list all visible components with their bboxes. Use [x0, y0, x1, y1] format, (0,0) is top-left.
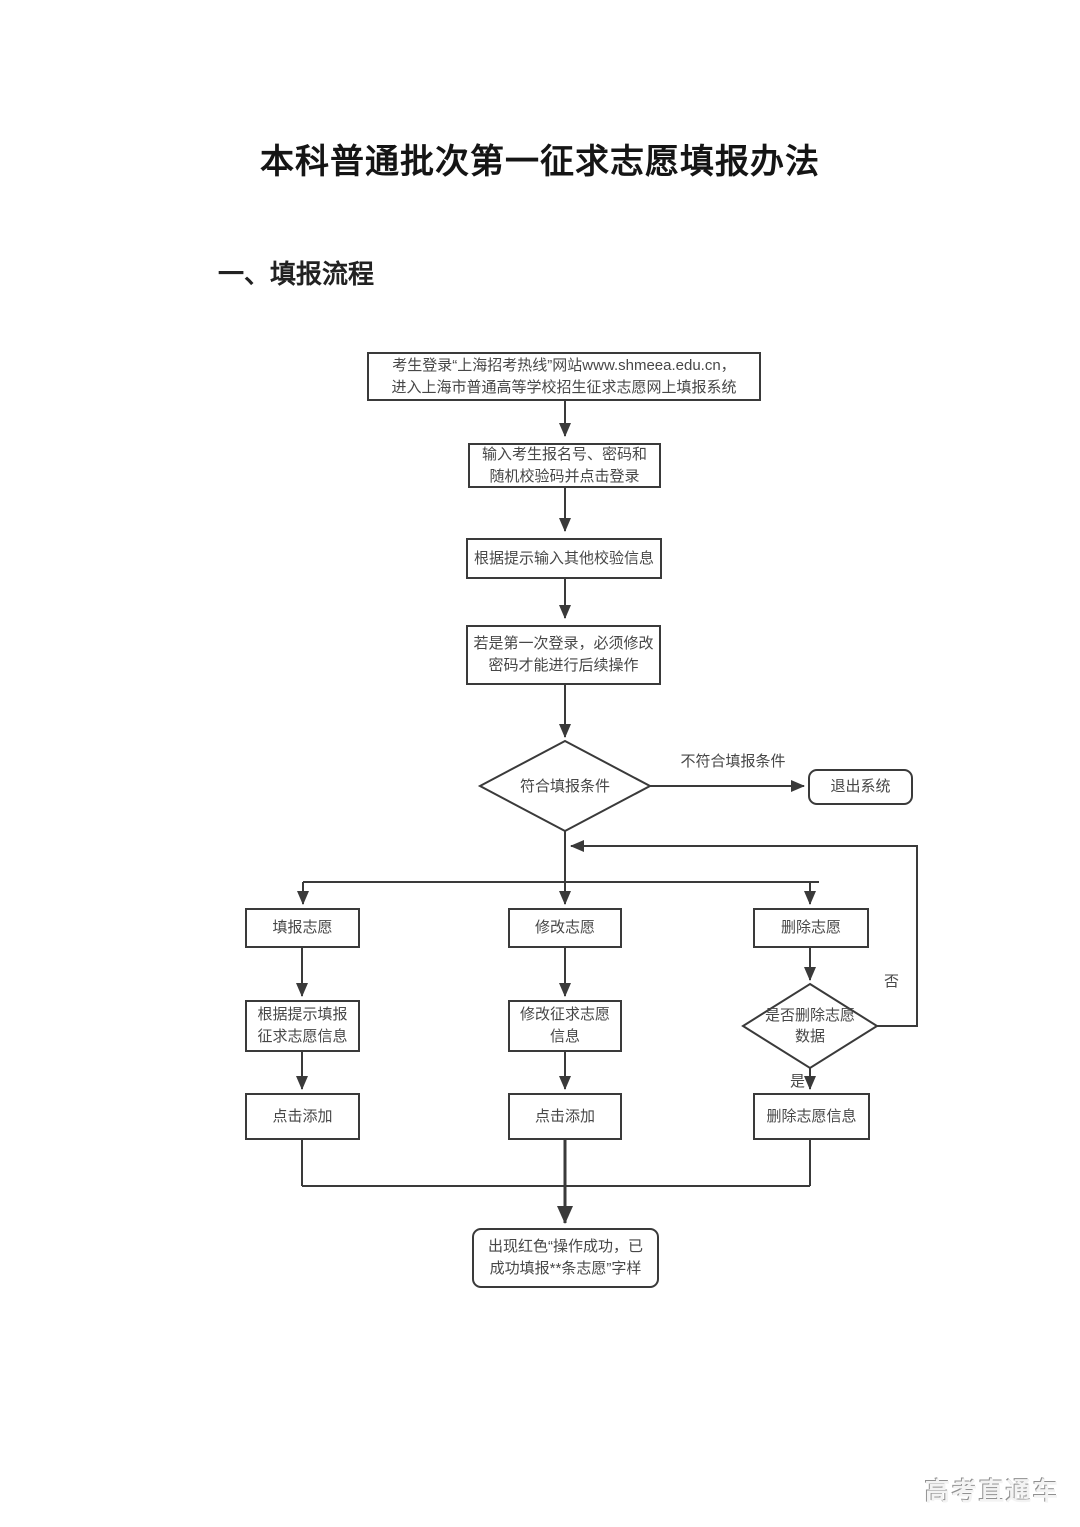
node-click-add-modify: 点击添加 — [508, 1093, 622, 1140]
node-modify-volunteer: 修改志愿 — [508, 908, 622, 948]
edge-no-loopback — [570, 840, 918, 1027]
node-success-result: 出现红色“操作成功，已 成功填报**条志愿”字样 — [472, 1228, 659, 1288]
edge-label-not-eligible: 不符合填报条件 — [680, 753, 786, 770]
decision-confirm-delete-label: 是否删除志愿 数据 — [764, 1007, 855, 1045]
node-exit-system: 退出系统 — [808, 769, 913, 805]
node-first-login-change-password: 若是第一次登录，必须修改 密码才能进行后续操作 — [466, 625, 661, 685]
section-heading: 一、填报流程 — [218, 259, 375, 289]
edge-label-no: 否 — [884, 973, 900, 990]
node-enter-credentials: 输入考生报名号、密码和 随机校验码并点击登录 — [468, 443, 661, 488]
node-delete-volunteer-info: 删除志愿信息 — [753, 1093, 870, 1140]
node-fill-volunteer: 填报志愿 — [245, 908, 360, 948]
watermark: 高考直通车 — [924, 1478, 1060, 1506]
decision-eligible-label: 符合填报条件 — [519, 777, 610, 795]
page-title: 本科普通批次第一征求志愿填报办法 — [260, 144, 820, 181]
node-modify-volunteer-info: 修改征求志愿 信息 — [508, 1000, 622, 1052]
node-click-add-fill: 点击添加 — [245, 1093, 360, 1140]
edge-label-yes: 是 — [790, 1073, 806, 1090]
decision-eligible-diamond — [477, 739, 653, 833]
node-fill-volunteer-info: 根据提示填报 征求志愿信息 — [245, 1000, 360, 1052]
node-delete-volunteer: 删除志愿 — [753, 908, 869, 948]
node-other-verification: 根据提示输入其他校验信息 — [466, 538, 662, 579]
node-login-website: 考生登录“上海招考热线”网站www.shmeea.edu.cn， 进入上海市普通… — [367, 352, 761, 401]
decision-confirm-delete-diamond — [741, 982, 879, 1070]
